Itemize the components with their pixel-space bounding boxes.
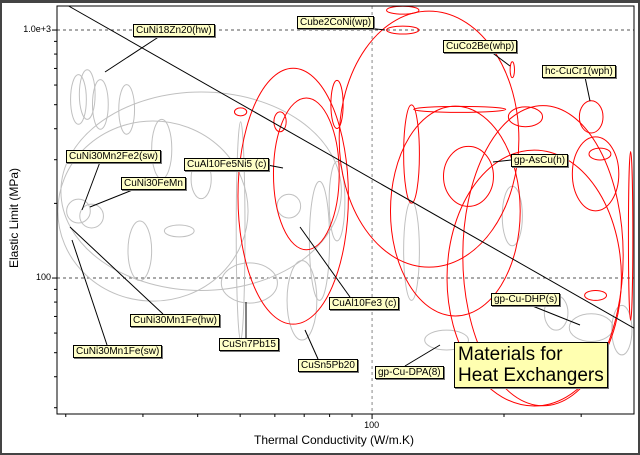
material-ellipse [127,220,153,282]
selected-material-ellipse [386,5,420,15]
material-ellipse [78,69,96,120]
material-ellipse [424,329,469,351]
material-ellipse [328,160,346,242]
material-label[interactable]: gp-AsCu(h) [511,154,569,167]
material-label[interactable]: CuSn5Pb20 [298,359,358,372]
selected-material-ellipse [507,106,544,128]
material-ellipse [568,313,614,343]
chart-annotation-title: Materials for Heat Exchangers [454,342,608,388]
selected-material-ellipse [578,100,604,134]
selected-material-ellipse [338,10,520,268]
material-label[interactable]: CuNi30Mn2Fe2(sw) [66,150,161,163]
leader-line [104,35,161,73]
leader-line [529,304,581,326]
axis-ticks [52,29,582,419]
annotation-line-2: Heat Exchangers [458,365,604,386]
material-ellipse [163,224,195,238]
material-label[interactable]: CuSn7Pb15 [219,338,279,351]
material-ellipse [276,193,302,219]
leader-line [299,226,351,298]
selected-material-ellipse [272,97,340,251]
material-label[interactable]: CuAl10Fe5Ni5 (c) [184,158,270,171]
selected-material-ellipse [571,136,620,212]
selected-material-ellipse [509,61,515,79]
selected-material-ellipse [443,145,494,207]
material-ellipse [70,74,87,125]
y-tick-label: 100 [35,272,51,283]
selected-material-ellipse [233,107,248,117]
leader-line [81,161,101,211]
selected-material-ellipse [330,79,344,129]
y-tick-label: 1.0e+3 [23,24,51,35]
material-label[interactable]: CuCo2Be(whp) [443,40,518,53]
material-label[interactable]: CuNi18Zn20(hw) [133,24,215,37]
selected-material-ellipse [389,105,521,317]
x-tick-label: 100 [364,420,380,430]
material-label[interactable]: CuAl10Fe3 (c) [329,297,400,310]
selected-material-ellipse [413,105,507,113]
material-ellipse [57,120,249,302]
plot-border [56,5,635,415]
leader-line [304,329,319,360]
selected-material-ellipse [273,111,287,133]
material-ellipse [611,304,633,356]
material-ellipse [91,79,109,130]
selection-line [68,5,635,329]
material-label[interactable]: CuNi30FeMn [121,177,186,190]
material-label[interactable]: CuNi30Mn1Fe(hw) [130,314,220,327]
material-ellipses [57,5,634,407]
material-label[interactable]: gp-Cu-DHP(s) [491,293,561,306]
material-label[interactable]: Cube2CoNi(wp) [297,16,375,29]
material-ellipse [66,198,91,224]
material-ellipse [220,262,278,304]
selected-material-ellipse [584,289,608,301]
selected-material-ellipse [588,147,612,161]
material-ellipse [79,203,104,229]
leader-line [584,76,591,102]
y-axis-title: Elastic Limit (MPa) [7,168,21,269]
selected-material-ellipse [446,149,622,407]
selected-material-ellipse [462,105,624,407]
material-label[interactable]: hc-CuCr1(wph) [542,65,616,78]
selected-material-ellipse [237,67,349,325]
leader-line [71,239,108,346]
leader-line [89,188,136,208]
x-axis-title: Thermal Conductivity (W/m.K) [254,433,415,447]
material-ellipse [118,84,136,135]
material-label[interactable]: gp-Cu-DPA(8) [375,366,444,379]
material-ellipse [60,91,342,291]
leader-line [492,159,512,163]
material-ellipse [308,180,331,301]
selected-material-ellipse [386,25,420,35]
leader-line [404,344,441,367]
leader-line [69,226,164,315]
leader-line [489,50,511,67]
material-label[interactable]: CuNi30Mn1Fe(sw) [73,345,163,358]
annotation-line-1: Materials for [458,344,563,365]
selected-material-ellipse [627,151,634,321]
selected-material-ellipse [403,104,420,204]
material-ellipse [403,200,420,301]
material-ellipse [286,260,318,341]
